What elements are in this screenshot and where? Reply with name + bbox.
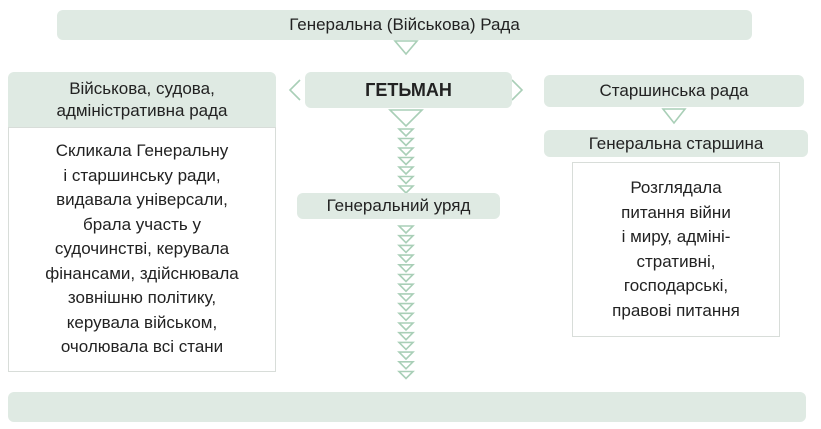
- small-down-arrow-icon: [397, 254, 415, 264]
- description-line: Розглядала: [630, 178, 722, 197]
- left-chevron-icon: [288, 79, 301, 101]
- description-line: зовнішню політику,: [67, 288, 217, 308]
- small-down-arrow-icon: [397, 302, 415, 312]
- small-down-arrow-icon: [397, 264, 415, 273]
- description-line: і старшинську ради,: [63, 165, 221, 185]
- small-down-arrow-icon: [397, 322, 415, 332]
- description-line: фінансами, здійснювала: [45, 263, 239, 283]
- description-line: Скликала Генеральну: [55, 141, 229, 161]
- small-down-arrow-icon: [397, 273, 415, 283]
- general-council-box: Генеральна (Військова) Рада: [57, 10, 752, 40]
- small-down-arrow-icon: [397, 312, 415, 322]
- right-chevron-icon: [511, 79, 524, 101]
- description-line: стративні,: [636, 251, 716, 271]
- down-arrow-icon: [393, 40, 419, 56]
- small-down-arrow-icon: [397, 175, 415, 185]
- bottom-bar: [8, 392, 806, 422]
- small-down-arrow-icon: [397, 331, 415, 341]
- small-down-arrow-icon: [397, 166, 415, 176]
- description-line: судочинстві, керувала: [54, 239, 230, 259]
- small-down-arrow-icon: [397, 361, 415, 370]
- description-line: брала участь у: [83, 214, 201, 234]
- hetman-box: ГЕТЬМАН: [305, 72, 512, 108]
- elders-council-box: Старшинська рада: [544, 75, 804, 107]
- small-down-arrow-icon: [397, 225, 415, 235]
- small-down-arrow-icon: [397, 370, 415, 380]
- small-down-arrow-icon: [397, 234, 415, 244]
- description-line: видавала універсали,: [56, 190, 228, 210]
- general-elders-box: Генеральна старшина: [544, 130, 808, 157]
- down-arrow-icon: [661, 108, 687, 125]
- down-arrow-icon: [388, 109, 424, 128]
- small-down-arrow-icon: [397, 147, 415, 157]
- small-down-arrow-icon: [397, 283, 415, 293]
- small-down-arrow-icon: [397, 351, 415, 361]
- description-line: очолювала всі стани: [60, 337, 224, 357]
- small-down-arrow-icon: [397, 137, 415, 147]
- description-line: правові питання: [612, 300, 740, 320]
- description-line: керувала військом,: [66, 312, 218, 332]
- general-elders-description: Розглядала питання війни і миру, адміні-ст…: [572, 162, 780, 337]
- small-down-arrow-icon: [397, 128, 415, 138]
- description-line: господарські,: [623, 276, 729, 295]
- description-line: і миру, адміні-: [621, 227, 731, 246]
- description-line: питання війни: [621, 202, 731, 222]
- general-government-box: Генеральний уряд: [297, 193, 500, 219]
- small-down-arrow-icon: [397, 341, 415, 351]
- small-down-arrow-icon: [397, 156, 415, 166]
- left-council-header: Військова, судова, адміністративна рада: [8, 72, 276, 127]
- left-council-description: Скликала Генеральну і старшинську ради, ви…: [8, 127, 276, 372]
- small-down-arrow-icon: [397, 244, 415, 254]
- small-down-arrow-icon: [397, 293, 415, 303]
- small-down-arrow-icon: [397, 185, 415, 195]
